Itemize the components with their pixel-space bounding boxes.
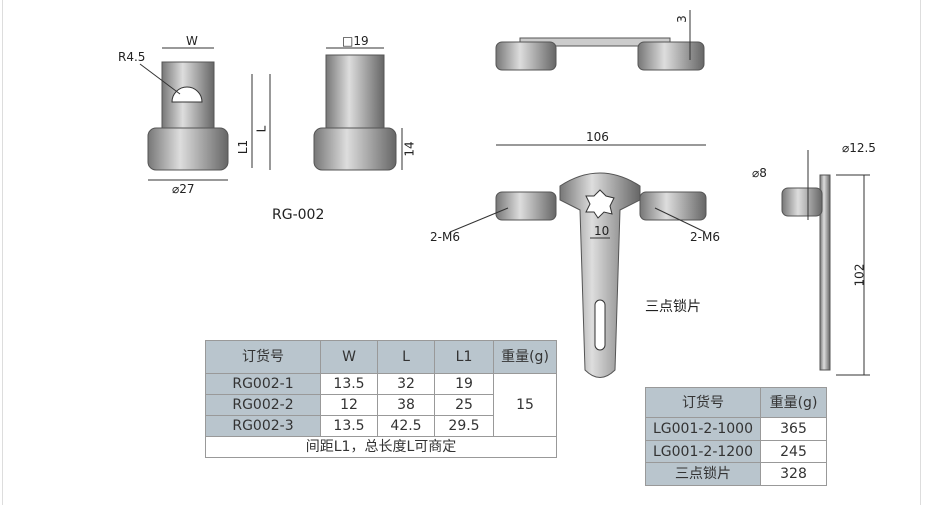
- cell: 365: [760, 417, 827, 441]
- cell: RG002-1: [205, 373, 321, 395]
- weight-cell: 15: [493, 373, 557, 437]
- rg-front-view: [139, 47, 271, 181]
- cell: 38: [377, 394, 435, 416]
- label-l: L: [254, 125, 269, 133]
- cell: 42.5: [377, 415, 435, 437]
- label-l1: L1: [236, 139, 251, 155]
- model-label: RG-002: [272, 207, 325, 223]
- cell: RG002-2: [205, 394, 321, 416]
- label-square: □19: [342, 34, 369, 48]
- header: W: [320, 340, 378, 374]
- label-d1: ⌀12.5: [842, 141, 876, 155]
- cell: RG002-3: [205, 415, 321, 437]
- header: 重量(g): [493, 340, 557, 374]
- table-note: 间距L1，总长度L可商定: [205, 436, 557, 458]
- cell: 328: [760, 462, 827, 486]
- label-d2: ⌀8: [752, 166, 767, 180]
- label-radius: R4.5: [118, 50, 146, 64]
- label-hole: 10: [594, 224, 610, 238]
- label-w: W: [186, 34, 198, 48]
- cell: 19: [434, 373, 494, 395]
- lock-side-view: [781, 150, 870, 376]
- cell: 29.5: [434, 415, 494, 437]
- cell: 245: [760, 440, 827, 463]
- lock-top-view: [495, 10, 705, 71]
- label-length: 102: [852, 263, 867, 287]
- cell: 三点锁片: [645, 462, 761, 486]
- lock-name: 三点锁片: [645, 299, 701, 315]
- cell: 12: [320, 394, 378, 416]
- rg-side-view: [313, 47, 403, 171]
- label-width: 106: [586, 130, 609, 144]
- cell: 25: [434, 394, 494, 416]
- lock-front-view: [449, 144, 707, 378]
- header: 订货号: [205, 340, 321, 374]
- cell: 32: [377, 373, 435, 395]
- label-diameter: ⌀27: [172, 182, 195, 196]
- cell: LG001-2-1000: [645, 417, 761, 441]
- cell: 13.5: [320, 373, 378, 395]
- header: L1: [434, 340, 494, 374]
- label-height: 14: [402, 141, 417, 157]
- label-thickness: 3: [674, 15, 689, 23]
- cell: LG001-2-1200: [645, 440, 761, 463]
- cell: 13.5: [320, 415, 378, 437]
- header: L: [377, 340, 435, 374]
- header: 重量(g): [760, 387, 827, 418]
- header: 订货号: [645, 387, 761, 418]
- label-screw-left: 2-M6: [430, 230, 460, 244]
- label-screw-right: 2-M6: [690, 230, 720, 244]
